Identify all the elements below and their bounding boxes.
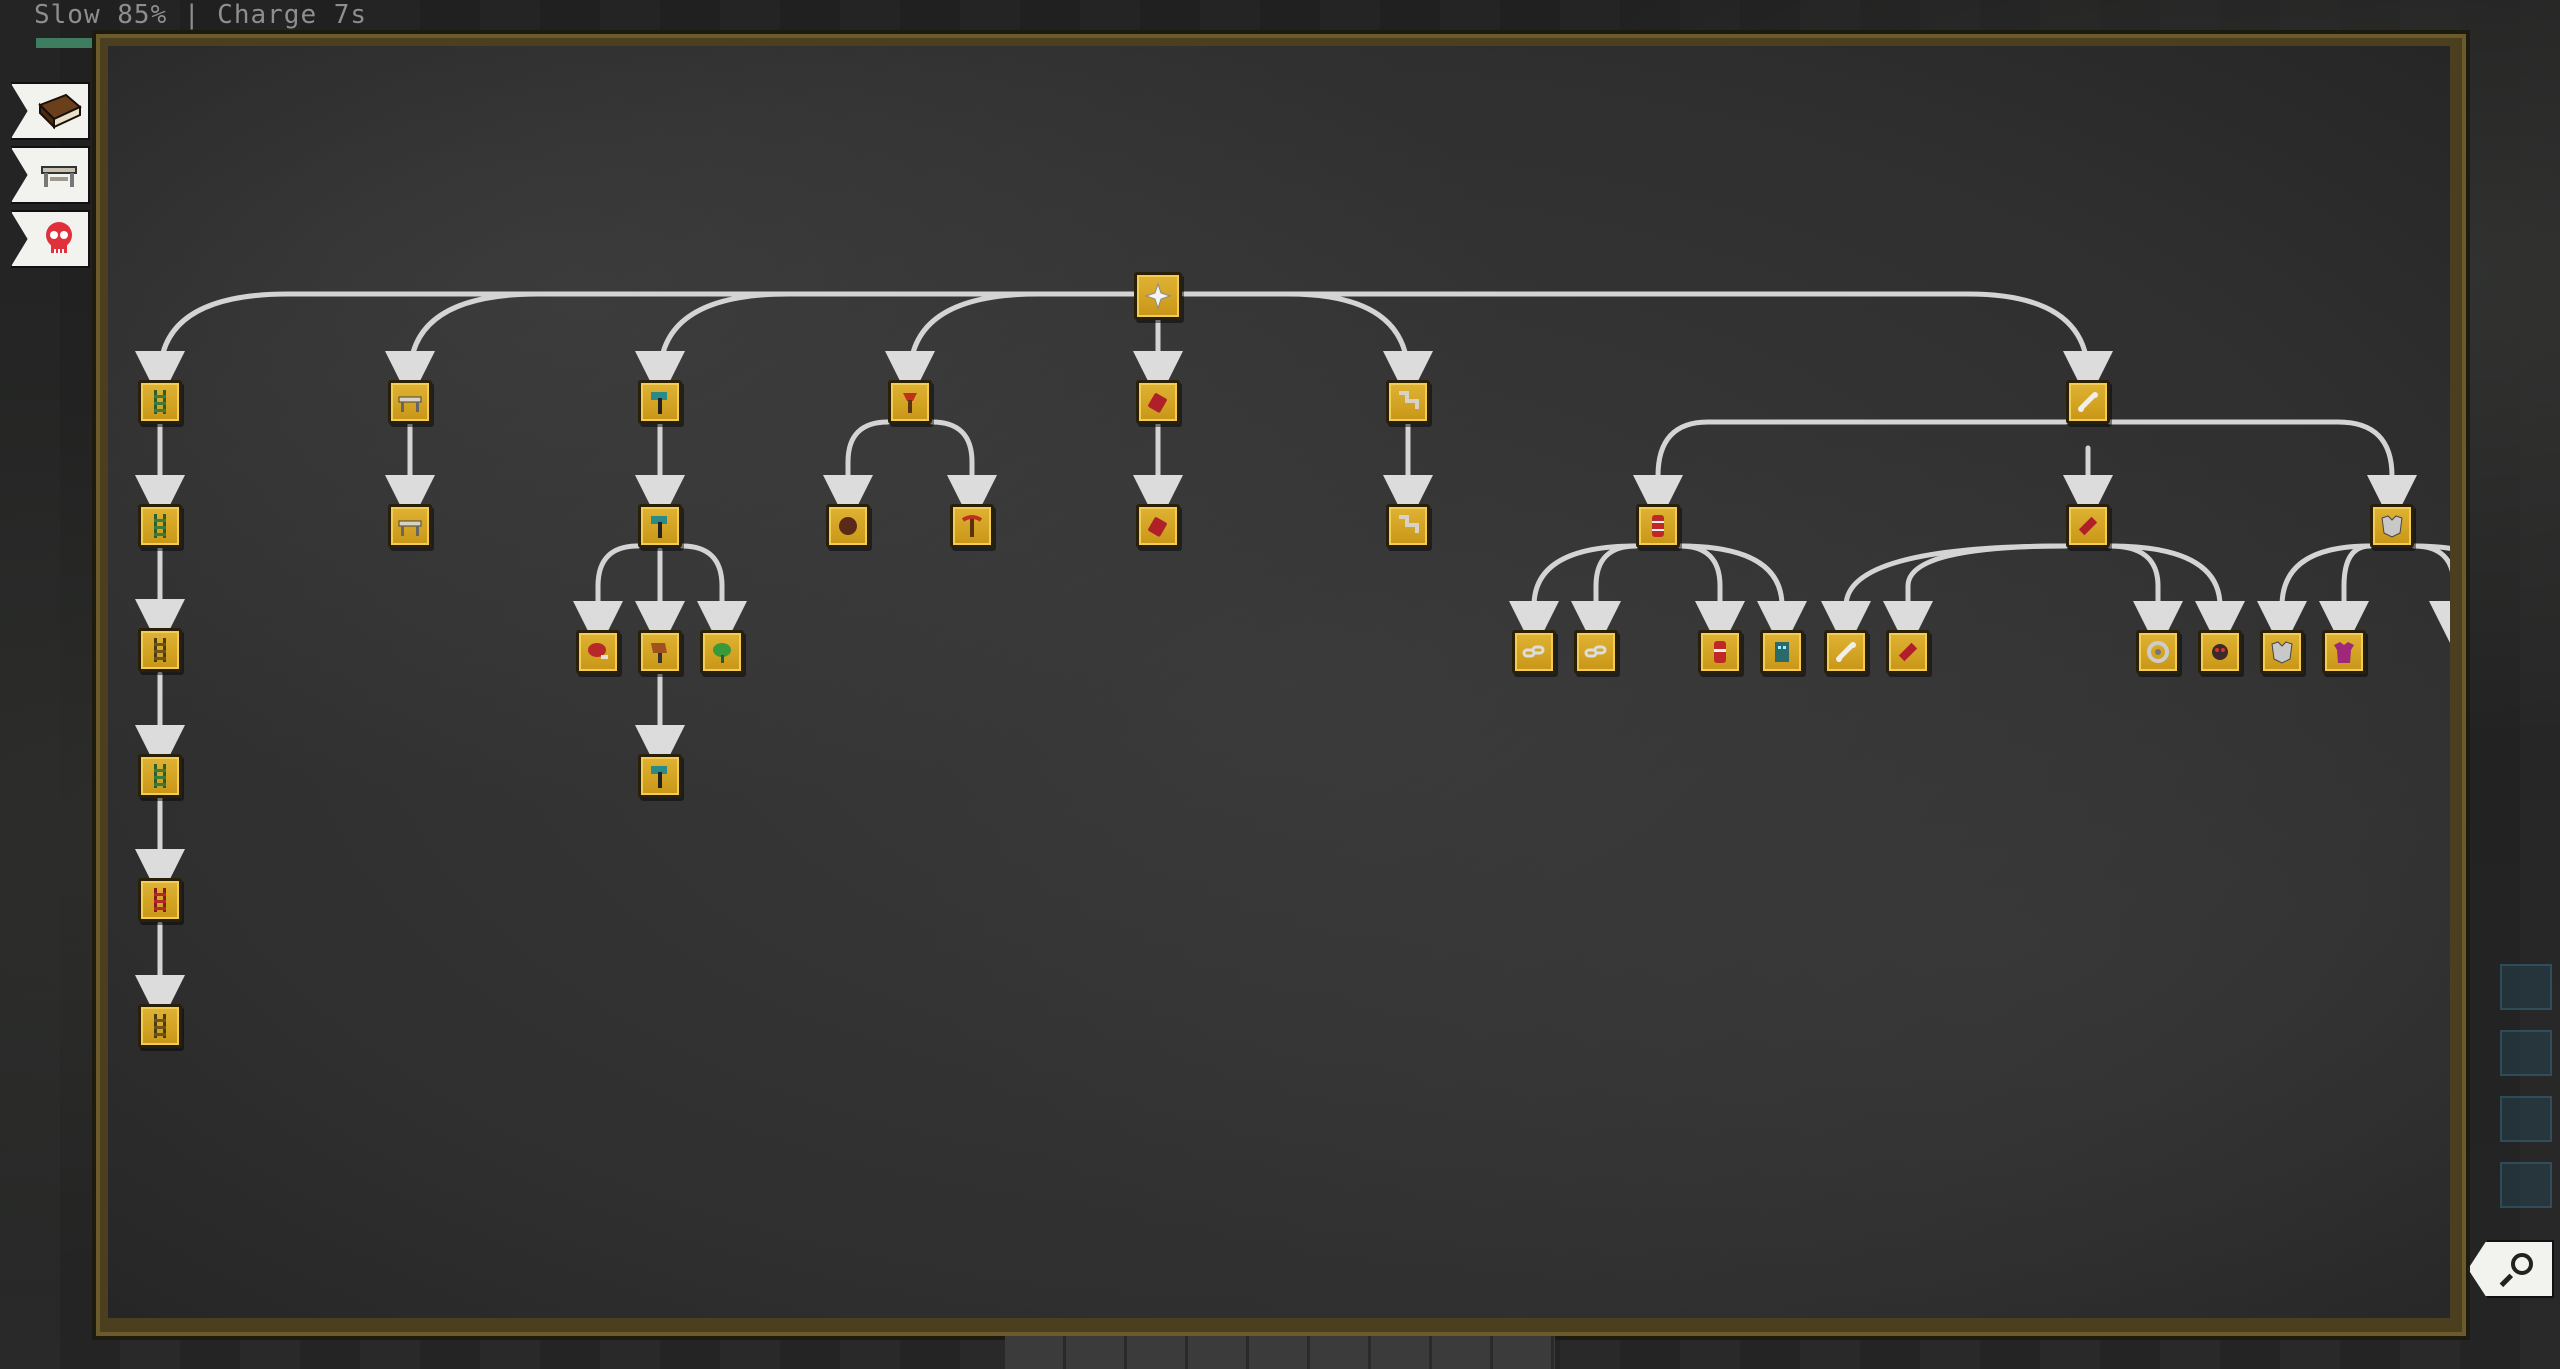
bench-icon [41,166,77,187]
advancement-node[interactable] [138,628,182,672]
advancement-node[interactable] [1824,630,1868,674]
plank-icon [2078,516,2098,536]
advancement-node[interactable] [1698,630,1742,674]
advancement-node[interactable] [138,380,182,424]
barrel-icon [1652,515,1664,537]
advancement-node[interactable] [826,504,870,548]
bone-icon [2078,392,2098,412]
boulder-icon [839,517,857,535]
ladder-icon [154,1014,166,1038]
root-node[interactable] [1134,272,1182,320]
meat-icon [588,643,608,659]
book-icon [38,93,82,130]
advancement-node[interactable] [2066,504,2110,548]
shirt-icon [2334,642,2354,663]
advancement-node[interactable] [388,380,432,424]
side-slot[interactable] [2500,1162,2552,1208]
charge-bar [36,38,94,48]
pipe-icon [1399,515,1419,533]
hammer-icon [651,392,667,414]
golem-icon [1775,642,1789,662]
advancement-node[interactable] [1512,630,1556,674]
advancement-node[interactable] [138,504,182,548]
advancement-node[interactable] [576,630,620,674]
advancement-node[interactable] [888,380,932,424]
advancement-node[interactable] [138,754,182,798]
armor-icon [2381,515,2403,538]
advancement-node[interactable] [1386,380,1430,424]
can-icon [1714,641,1726,663]
leaf-icon [713,643,731,663]
dynamite-icon [1148,393,1167,413]
advancement-node[interactable] [1886,630,1930,674]
chain-icon [1522,645,1545,658]
ladder-icon [154,764,166,788]
advancement-node[interactable] [138,878,182,922]
side-slot[interactable] [2500,1096,2552,1142]
advancement-node[interactable] [1574,630,1618,674]
chain-icon [1584,645,1607,658]
plank-icon [1898,642,1918,662]
pickaxe-icon [961,515,983,537]
side-slot[interactable] [2500,1030,2552,1076]
advancement-node[interactable] [638,504,682,548]
search-tab[interactable] [2468,1240,2554,1298]
spider-icon [2212,644,2228,660]
advancement-node[interactable] [1136,380,1180,424]
advancement-node[interactable] [1760,630,1804,674]
dynamite-icon [1148,517,1167,537]
advancement-node[interactable] [638,380,682,424]
advancement-node[interactable] [950,504,994,548]
advancement-node[interactable] [2136,630,2180,674]
ladder-icon [154,638,166,662]
advancement-node[interactable] [1136,504,1180,548]
side-slot[interactable] [2500,964,2552,1010]
advancement-node[interactable] [2260,630,2304,674]
advancement-node[interactable] [638,630,682,674]
magnifier-icon [2499,1253,2533,1288]
ladder-red-icon [154,888,166,912]
bench-icon [398,520,422,536]
cleaver-icon [651,643,667,663]
star-icon [1144,282,1172,310]
hammer-icon [651,516,667,538]
advancement-node[interactable] [2066,380,2110,424]
tree-connectors [135,291,2450,1025]
advancement-node[interactable] [388,504,432,548]
hammer-icon [651,766,667,788]
advancement-tree-board[interactable] [108,46,2450,1318]
tab-book[interactable] [10,82,90,140]
tool-red-icon [903,393,917,413]
pipe-icon [1399,391,1419,409]
ladder-icon [154,514,166,538]
advancement-node[interactable] [2322,630,2366,674]
bench-icon [398,396,422,412]
advancement-node[interactable] [638,754,682,798]
advancement-node[interactable] [700,630,744,674]
armor-icon [2271,641,2293,664]
spool-icon [2147,641,2169,663]
advancement-node[interactable] [2198,630,2242,674]
advancement-node[interactable] [1636,504,1680,548]
advancement-node[interactable] [138,1004,182,1048]
skull-icon [46,222,72,253]
hotbar [1005,1336,1555,1369]
bone-icon [1836,642,1856,662]
advancement-node[interactable] [2370,504,2414,548]
ladder-icon [154,390,166,414]
advancement-node[interactable] [1386,504,1430,548]
status-text: Slow 85% | Charge 7s [34,0,368,30]
